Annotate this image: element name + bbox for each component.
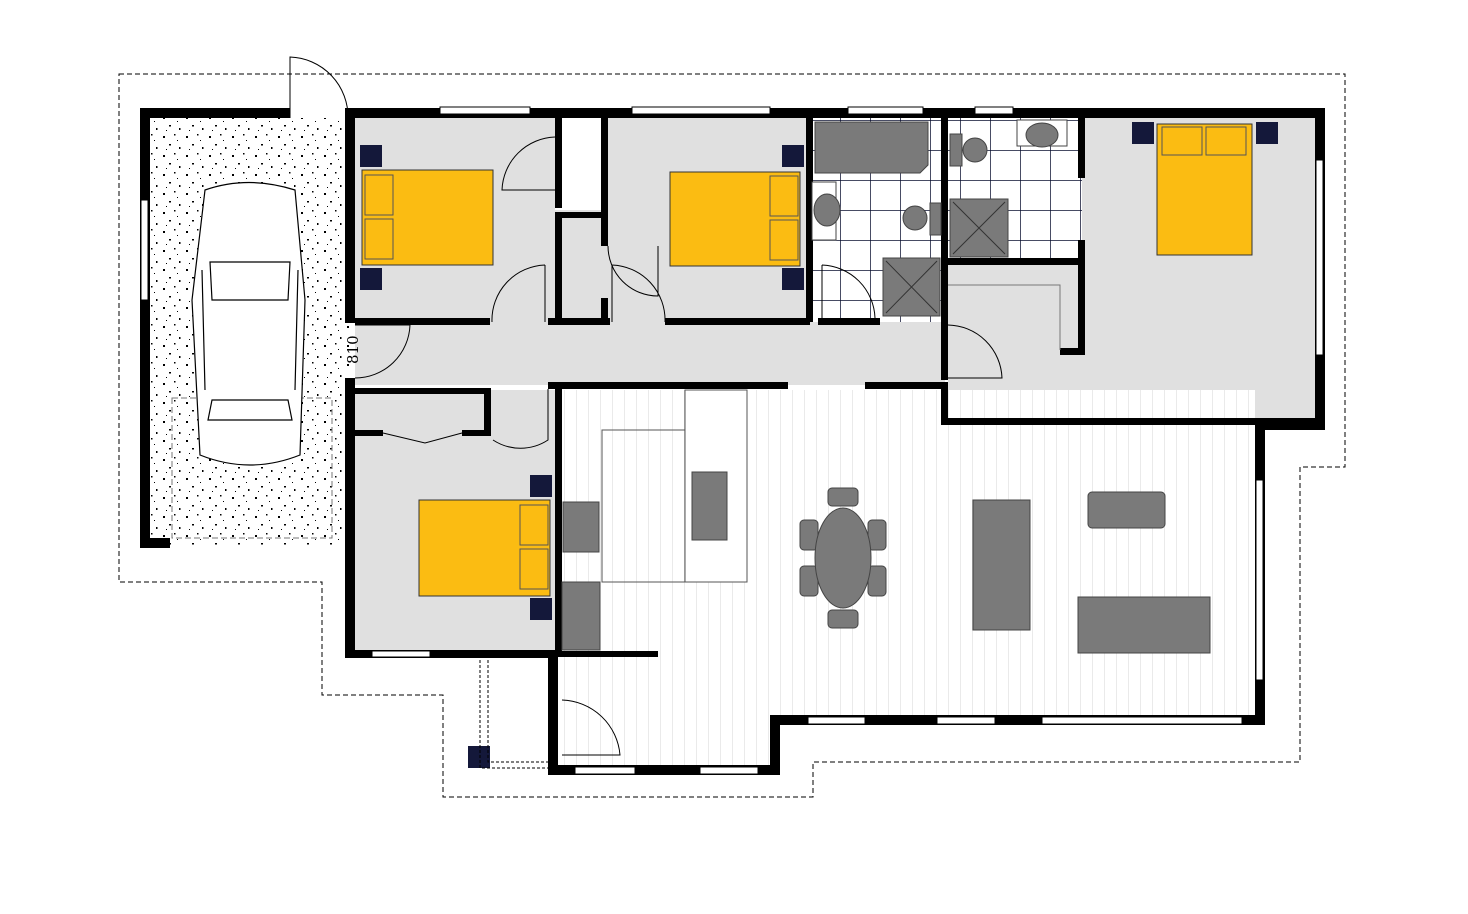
front-door	[561, 699, 621, 756]
nightstand	[782, 145, 804, 167]
master-bed	[1132, 122, 1278, 256]
toilet-icon	[902, 205, 928, 231]
nightstand	[360, 268, 382, 290]
closet-floor	[555, 210, 605, 322]
sofa	[1077, 596, 1211, 654]
garage	[140, 56, 350, 548]
pillow	[364, 174, 394, 216]
cooktop-icon	[562, 501, 600, 553]
site-boundary	[118, 73, 1346, 798]
sofa	[972, 499, 1031, 631]
closet-door	[607, 245, 659, 297]
nightstand	[1256, 122, 1278, 144]
nightstand	[360, 145, 382, 167]
ensuite-cistern	[949, 133, 963, 167]
chair	[799, 519, 819, 551]
chair	[867, 565, 887, 597]
bedroom-2-door	[611, 264, 666, 323]
dining-set	[799, 487, 887, 629]
chair	[799, 565, 819, 597]
door-width-label: 810	[344, 335, 362, 364]
cistern	[929, 202, 942, 236]
ensuite-toilet-icon	[962, 137, 988, 163]
path-outline	[479, 660, 548, 769]
kitchen	[561, 389, 748, 651]
parking-pad	[171, 397, 333, 539]
bathroom-fixtures	[811, 119, 1068, 317]
master-door	[947, 324, 1003, 379]
bedroom-2-bed	[669, 145, 804, 290]
bedroom-1-door	[501, 136, 556, 191]
bathtub-icon	[814, 121, 929, 174]
doors[interactable]	[354, 136, 1003, 756]
pillow	[519, 504, 549, 546]
garage-wall-top	[140, 108, 290, 118]
pillow	[769, 175, 799, 217]
pillow	[1161, 126, 1203, 156]
kitchen-bench	[601, 429, 687, 583]
hallway-floor	[355, 322, 945, 385]
garage-wall-left	[140, 108, 150, 545]
pillow	[364, 218, 394, 260]
bedroom-4-bed	[418, 475, 552, 620]
basin-icon	[813, 193, 841, 227]
pillow	[769, 219, 799, 261]
fridge-icon	[561, 581, 601, 651]
closet-bifold-door[interactable]	[382, 432, 463, 444]
nightstand	[530, 475, 552, 497]
armchair	[1087, 491, 1166, 529]
master-wardrobe-outline	[948, 284, 1061, 350]
living-furniture	[972, 491, 1211, 654]
nightstand	[782, 268, 804, 290]
nightstand	[1132, 122, 1154, 144]
nightstand	[530, 598, 552, 620]
bathroom-door	[821, 264, 876, 319]
sink-icon	[691, 471, 728, 541]
garage-side-door[interactable]	[289, 56, 349, 119]
dining-table	[814, 507, 872, 609]
ensuite-basin-icon	[1025, 122, 1059, 148]
bedroom-1-bed	[360, 145, 494, 290]
bedroom-1-door-2	[491, 264, 546, 323]
chair	[827, 609, 859, 629]
chair	[827, 487, 859, 507]
bedroom-4-door	[492, 389, 549, 449]
windows	[140, 106, 1324, 775]
garage-wall-bottom	[140, 538, 170, 548]
hall-door	[354, 324, 411, 379]
car-icon	[191, 181, 306, 466]
pillow	[1205, 126, 1247, 156]
chair	[867, 519, 887, 551]
entry-floor	[558, 655, 770, 767]
pillow	[519, 548, 549, 590]
interior-walls	[355, 118, 1315, 657]
letterbox-post	[468, 746, 490, 768]
